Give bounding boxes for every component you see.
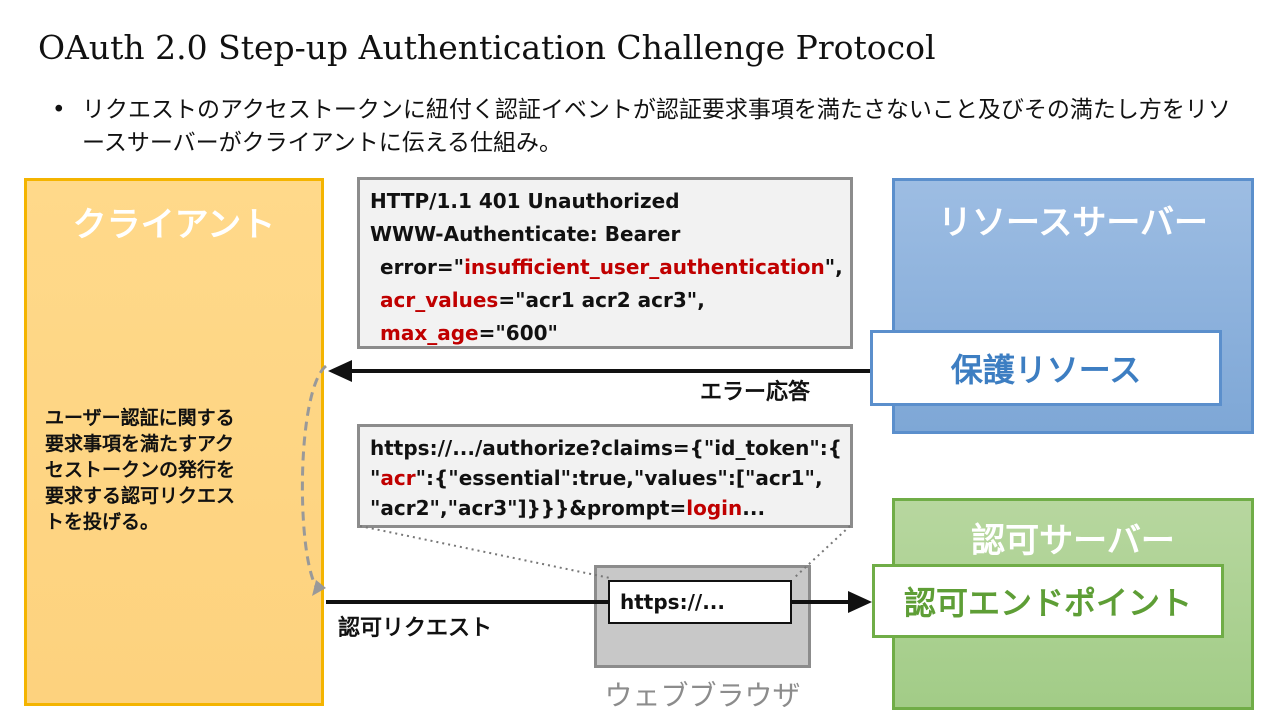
response-max-age-line: max_age="600" — [370, 317, 840, 350]
client-description-line: 要求事項を満たすアク — [45, 433, 235, 455]
acr-values-key: acr_values — [380, 288, 499, 312]
error-response-box: HTTP/1.1 401 Unauthorized WWW-Authentica… — [357, 177, 853, 349]
authorization-request-label: 認可リクエスト — [338, 616, 493, 641]
error-response-label: エラー応答 — [700, 380, 811, 405]
request-line-2-tail: ":{"essential":true,"values":["acr1", — [415, 466, 823, 490]
request-line-1: https://.../authorize?claims={"id_token"… — [370, 436, 843, 460]
error-tail: ", — [824, 255, 843, 279]
authorization-request-arrow — [326, 591, 872, 613]
request-line-3: "acr2","acr3"]}}}&prompt=login... — [370, 493, 840, 523]
authorization-server-title: 認可サーバー — [971, 521, 1175, 561]
request-line-3-head: "acr2","acr3"]}}}&prompt= — [370, 496, 687, 520]
max-age-tail: ="600" — [478, 321, 558, 345]
request-line-2: "acr":{"essential":true,"values":["acr1"… — [370, 463, 840, 493]
max-age-key: max_age — [380, 321, 479, 345]
response-header-line: WWW-Authenticate: Bearer — [370, 222, 681, 246]
client-description: ユーザー認証に関する 要求事項を満たすアク セストークンの発行を 要求する認可リ… — [45, 405, 315, 535]
page-title: OAuth 2.0 Step-up Authentication Challen… — [38, 28, 936, 67]
request-acr: acr — [380, 466, 416, 490]
error-value: insufficient_user_authentication — [464, 255, 825, 279]
resource-server-title: リソースサーバー — [938, 203, 1208, 243]
authorization-request-box: https://.../authorize?claims={"id_token"… — [357, 424, 853, 528]
authorization-endpoint-box: 認可エンドポイント — [872, 564, 1224, 638]
response-acr-line: acr_values="acr1 acr2 acr3", — [370, 284, 840, 317]
response-status-line: HTTP/1.1 401 Unauthorized — [370, 189, 680, 213]
request-quote: " — [370, 466, 381, 490]
client-title: クライアント — [72, 205, 276, 245]
client-description-line: トを投げる。 — [45, 511, 160, 533]
client-panel: クライアント ユーザー認証に関する 要求事項を満たすアク セストークンの発行を … — [24, 178, 324, 706]
response-error-line: error="insufficient_user_authentication"… — [370, 251, 843, 284]
client-description-line: ユーザー認証に関する — [45, 407, 235, 429]
client-flow-dashed-arrow — [300, 364, 328, 591]
bullet-point: • リクエストのアクセストークンに紐付く認証イベントが認証要求事項を満たさないこ… — [52, 94, 1242, 160]
bullet-text: リクエストのアクセストークンに紐付く認証イベントが認証要求事項を満たさないこと及… — [82, 97, 1231, 156]
acr-values-tail: ="acr1 acr2 acr3", — [498, 288, 705, 312]
protected-resource-box: 保護リソース — [870, 330, 1222, 406]
callout-line-right — [793, 525, 851, 579]
browser-label: ウェブブラウザ — [604, 679, 801, 712]
client-description-line: 要求する認可リクエス — [45, 485, 236, 507]
error-response-arrow — [328, 360, 870, 382]
request-login: login — [686, 496, 743, 520]
callout-line-left — [359, 525, 611, 579]
bullet-dot-icon: • — [52, 97, 66, 123]
error-key: error=" — [380, 255, 465, 279]
request-line-3-tail: ... — [742, 496, 766, 520]
browser-url-field: https://... — [608, 580, 792, 624]
client-description-line: セストークンの発行を — [45, 459, 236, 481]
